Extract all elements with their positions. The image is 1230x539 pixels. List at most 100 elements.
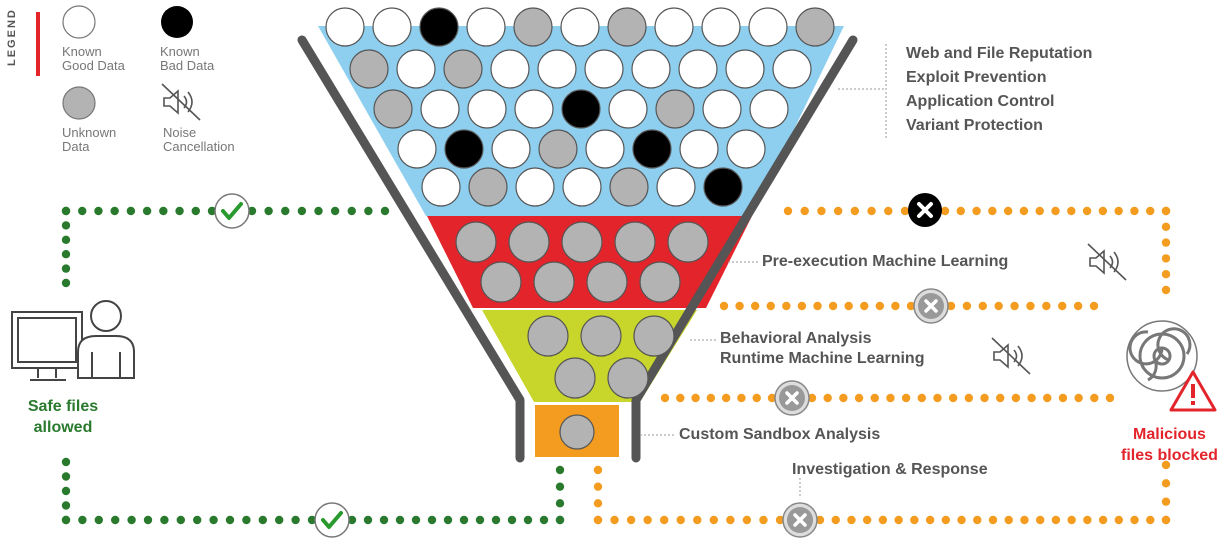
path-dot bbox=[1067, 515, 1076, 525]
path-dot bbox=[978, 301, 987, 311]
path-dot bbox=[1020, 515, 1029, 525]
path-dot bbox=[1114, 206, 1123, 216]
data-ball-unknown bbox=[554, 357, 596, 399]
check-icon bbox=[214, 193, 250, 229]
path-dot bbox=[833, 206, 843, 216]
path-dot bbox=[839, 393, 848, 403]
path-dot bbox=[721, 393, 731, 403]
path-dot bbox=[364, 206, 373, 216]
path-dot bbox=[61, 501, 71, 510]
data-ball-bad bbox=[419, 7, 459, 47]
path-dot bbox=[379, 515, 389, 525]
data-ball-good bbox=[631, 49, 671, 89]
path-dot bbox=[61, 457, 71, 467]
path-dot bbox=[159, 206, 168, 216]
path-dot bbox=[363, 515, 373, 525]
path-dot bbox=[875, 301, 885, 311]
data-ball-unknown bbox=[795, 7, 835, 47]
data-ball-good bbox=[701, 7, 741, 47]
data-ball-unknown bbox=[533, 261, 575, 303]
data-ball-unknown bbox=[513, 7, 553, 47]
path-dot bbox=[980, 393, 989, 403]
data-ball-unknown bbox=[443, 49, 483, 89]
path-dot bbox=[443, 515, 453, 525]
path-dot bbox=[61, 515, 71, 525]
path-dot bbox=[870, 393, 879, 403]
path-dot bbox=[61, 278, 71, 288]
path-dot bbox=[193, 515, 202, 525]
safe-path bbox=[61, 206, 565, 525]
user-computer-icon bbox=[11, 300, 135, 381]
path-dot bbox=[693, 515, 702, 525]
path-dot bbox=[555, 482, 565, 491]
path-dot bbox=[127, 515, 136, 525]
path-dot bbox=[61, 486, 71, 496]
path-dot bbox=[797, 301, 807, 311]
blocked-path bbox=[593, 206, 1171, 525]
legend-known-good-swatch bbox=[62, 5, 96, 39]
path-dot bbox=[844, 301, 853, 311]
path-dot bbox=[988, 515, 998, 525]
path-dot bbox=[807, 393, 817, 403]
path-dot bbox=[891, 301, 900, 311]
path-dot bbox=[996, 393, 1005, 403]
path-dot bbox=[817, 206, 826, 216]
path-dot bbox=[1161, 497, 1171, 506]
path-dot bbox=[900, 206, 910, 216]
data-ball-good bbox=[514, 89, 554, 129]
path-dot bbox=[1161, 206, 1171, 216]
path-dot bbox=[1130, 515, 1139, 525]
path-dot bbox=[380, 206, 390, 216]
path-dot bbox=[867, 206, 876, 216]
path-dot bbox=[1146, 206, 1155, 216]
data-ball-unknown bbox=[607, 7, 647, 47]
path-dot bbox=[176, 515, 185, 525]
data-ball-good bbox=[772, 49, 812, 89]
path-dot bbox=[411, 515, 421, 525]
path-dot bbox=[258, 515, 267, 525]
path-dot bbox=[850, 206, 860, 216]
data-ball-unknown bbox=[538, 129, 578, 169]
path-dot bbox=[860, 301, 869, 311]
path-dot bbox=[1035, 515, 1045, 525]
path-dot bbox=[539, 515, 549, 525]
path-dot bbox=[275, 515, 284, 525]
path-dot bbox=[759, 515, 768, 525]
path-dot bbox=[1130, 206, 1139, 216]
path-dot bbox=[555, 515, 565, 525]
data-ball-unknown bbox=[561, 221, 603, 263]
legend-known-bad-swatch bbox=[161, 6, 193, 38]
path-dot bbox=[828, 301, 838, 311]
data-ball-good bbox=[654, 7, 694, 47]
data-ball-good bbox=[372, 7, 412, 47]
data-ball-unknown bbox=[655, 89, 695, 129]
data-ball-good bbox=[748, 7, 788, 47]
path-dot bbox=[78, 206, 87, 216]
data-ball-good bbox=[726, 129, 766, 169]
legend-unknown-swatch bbox=[62, 86, 96, 120]
data-ball-good bbox=[749, 89, 789, 129]
layer-sandbox: Custom Sandbox Analysis bbox=[679, 426, 881, 443]
path-dot bbox=[459, 515, 469, 525]
path-dot bbox=[427, 515, 437, 525]
path-dot bbox=[1098, 515, 1108, 525]
leader-top bbox=[838, 44, 887, 138]
data-ball-good bbox=[537, 49, 577, 89]
data-ball-unknown bbox=[559, 414, 595, 450]
layer-variant-protection: Variant Protection bbox=[906, 117, 1043, 134]
path-dot bbox=[901, 393, 911, 403]
path-dot bbox=[1098, 206, 1108, 216]
path-dot bbox=[1105, 393, 1115, 403]
data-ball-bad bbox=[444, 129, 484, 169]
data-ball-unknown bbox=[580, 315, 622, 357]
path-dot bbox=[1082, 206, 1092, 216]
data-ball-unknown bbox=[480, 261, 522, 303]
path-dot bbox=[1161, 270, 1171, 279]
path-dot bbox=[750, 301, 760, 311]
data-ball-bad bbox=[561, 89, 601, 129]
noise-cancellation-icon bbox=[991, 337, 1031, 375]
path-dot bbox=[264, 206, 273, 216]
